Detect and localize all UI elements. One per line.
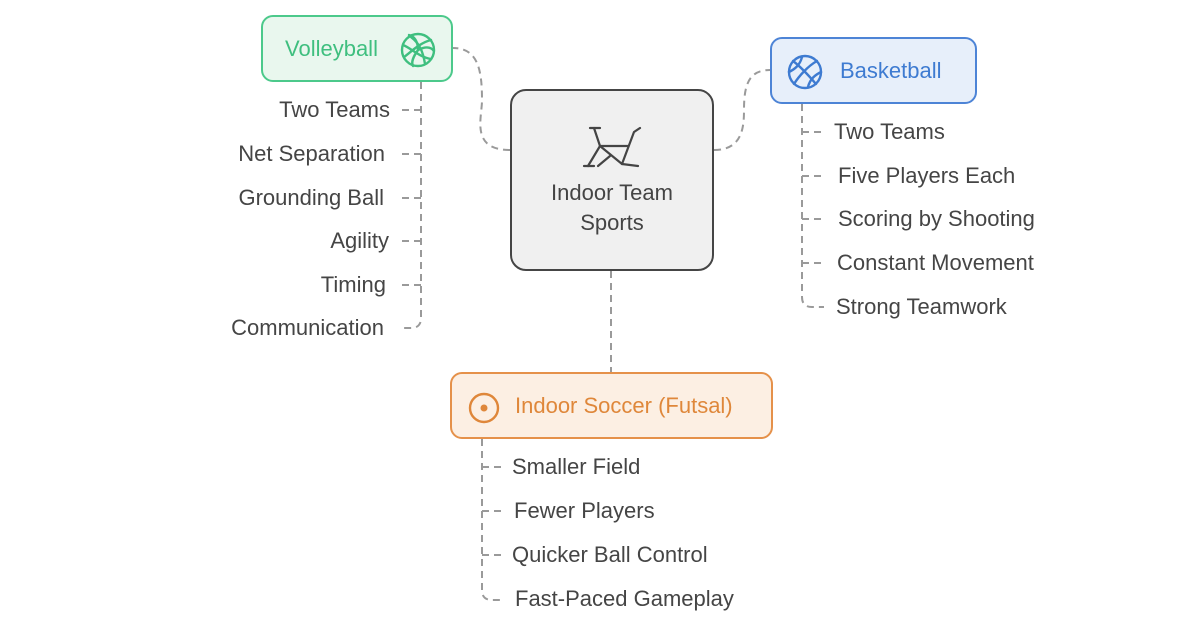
center-topic-label: Indoor Team Sports [551,180,673,235]
indoor-soccer-node: Indoor Soccer (Futsal) [450,372,773,439]
basketball-node: Basketball [770,37,977,104]
basketball-item: Strong Teamwork [836,294,1007,319]
basketball-item: Five Players Each [838,163,1016,188]
soccer-item: Quicker Ball Control [512,542,708,567]
bicycle-icon [582,127,642,168]
volleyball-item: Timing [320,272,386,297]
volleyball-item: Net Separation [238,141,385,166]
volleyball-label: Volleyball [285,35,378,61]
volleyball-icon [399,31,437,74]
volleyball-node: Volleyball [261,15,453,82]
volleyball-item: Agility [330,228,389,253]
basketball-item: Two Teams [834,119,945,144]
target-icon [467,391,501,430]
soccer-item: Smaller Field [512,454,641,479]
basketball-label: Basketball [840,57,942,83]
basketball-item: Scoring by Shooting [838,206,1035,231]
basketball-icon [786,53,824,96]
volleyball-item: Two Teams [279,97,390,122]
indoor-soccer-label: Indoor Soccer (Futsal) [515,392,733,418]
volleyball-item: Communication [231,315,384,340]
center-topic-node: Indoor Team Sports [510,89,714,271]
volleyball-item: Grounding Ball [238,185,384,210]
basketball-item: Constant Movement [837,250,1034,275]
soccer-item: Fast-Paced Gameplay [515,586,734,611]
soccer-item: Fewer Players [514,498,655,523]
